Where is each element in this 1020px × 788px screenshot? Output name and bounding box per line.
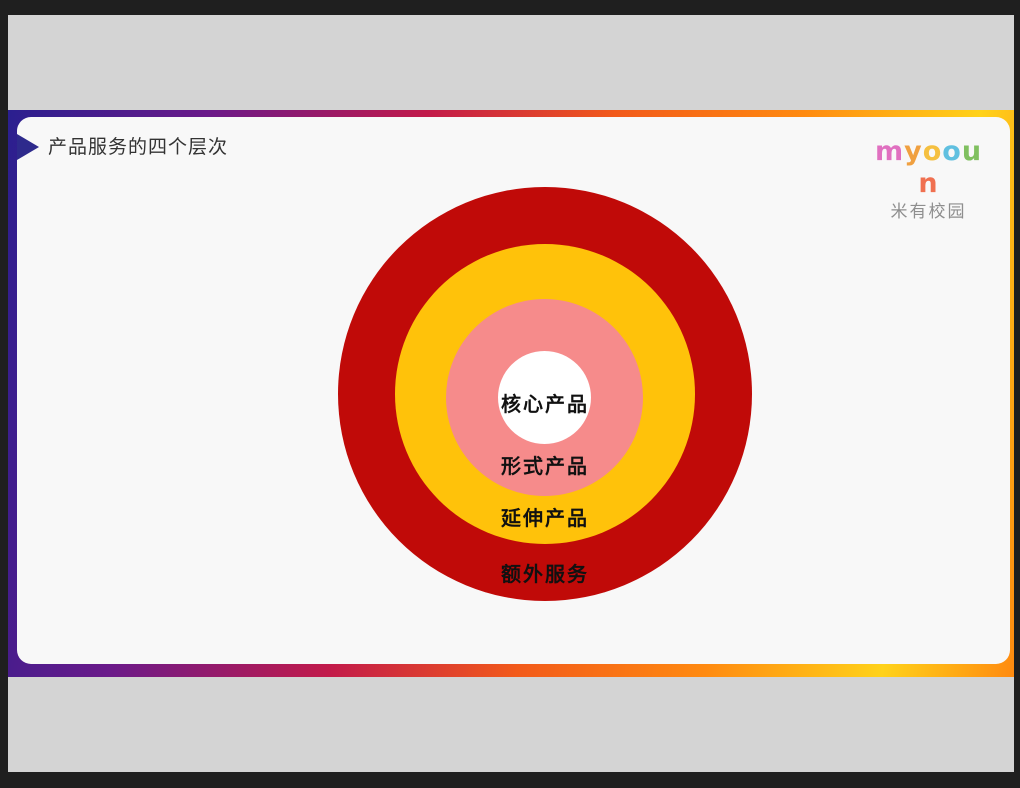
logo-letter: u xyxy=(961,136,983,167)
logo-subtitle: 米有校园 xyxy=(890,202,967,222)
logo-letter: n xyxy=(918,168,939,199)
logo-letter: m xyxy=(874,136,905,167)
concentric-layers-diagram: 核心产品 形式产品 延伸产品 额外服务 xyxy=(338,187,752,601)
logo-letter: o xyxy=(942,136,962,167)
brand-logo: myooun 米有校园 xyxy=(866,136,991,224)
ring-core-product xyxy=(498,351,591,444)
logo-letter: o xyxy=(922,136,943,167)
slide-title: 产品服务的四个层次 xyxy=(48,136,229,158)
label-formal-product: 形式产品 xyxy=(501,454,589,478)
label-core-product: 核心产品 xyxy=(501,392,589,416)
label-extended-product: 延伸产品 xyxy=(501,506,589,530)
title-arrow-icon xyxy=(17,134,39,160)
logo-letter: y xyxy=(904,136,923,167)
label-extra-service: 额外服务 xyxy=(501,562,589,586)
logo-wordmark: myooun xyxy=(866,136,991,200)
